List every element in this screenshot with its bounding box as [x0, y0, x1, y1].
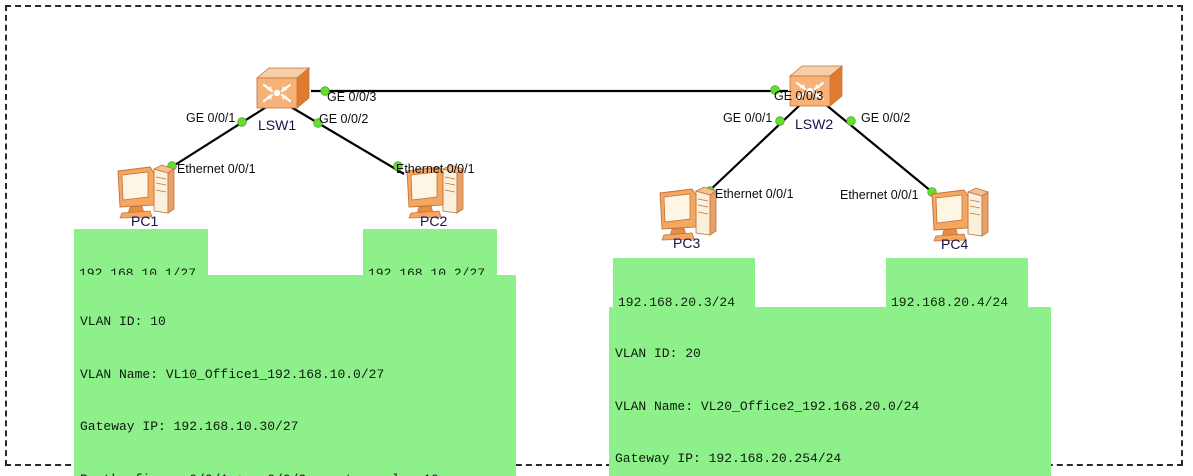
port-label-lsw2-ge2: GE 0/0/2 [861, 111, 911, 125]
port-dot-pc2-eth[interactable] [393, 161, 403, 171]
port-label-pc1-eth: Ethernet 0/0/1 [177, 162, 256, 176]
port-dot-lsw1-ge3[interactable] [320, 86, 330, 96]
port-label-lsw1-ge2: GE 0/0/2 [319, 112, 369, 126]
vlan-gateway-line: Gateway IP: 192.168.20.254/24 [615, 451, 842, 466]
device-pc1[interactable] [110, 163, 180, 221]
port-label-lsw1-ge1: GE 0/0/1 [186, 111, 236, 125]
device-label-lsw1: LSW1 [258, 117, 297, 133]
canvas-dashed-border [5, 5, 1183, 466]
vlan10-info-block: VLAN ID: 10 VLAN Name: VL10_Office1_192.… [74, 275, 516, 476]
device-pc3[interactable] [652, 185, 722, 243]
port-label-lsw2-ge1: GE 0/0/1 [723, 111, 773, 125]
vlan-id-line: VLAN ID: 10 [80, 314, 166, 329]
link-lsw2-pc3[interactable] [706, 103, 802, 194]
link-lsw2-pc4[interactable] [824, 103, 938, 197]
port-dot-lsw1-ge2[interactable] [313, 118, 323, 128]
port-label-pc2-eth: Ethernet 0/0/1 [396, 162, 475, 176]
port-dot-lsw2-ge1[interactable] [775, 116, 785, 126]
vlan-name-line: VLAN Name: VL20_Office2_192.168.20.0/24 [615, 398, 920, 414]
host-ip: 192.168.20.3/24 [618, 295, 736, 310]
switch-icon [253, 66, 311, 112]
device-label-lsw2: LSW2 [795, 116, 834, 132]
vlan-portconfig-line: Portkonfig: ge0/0/1 + ge0/0/2 = untag, v… [80, 471, 510, 476]
pc-icon [652, 185, 722, 243]
vlan-gateway-line: Gateway IP: 192.168.10.30/27 [80, 419, 299, 434]
pc-icon [399, 163, 469, 221]
vlan20-info-block: VLAN ID: 20 VLAN Name: VL20_Office2_192.… [609, 307, 1051, 476]
link-lsw1-pc2[interactable] [290, 106, 405, 175]
link-lsw1-pc1[interactable] [166, 105, 269, 171]
device-pc4[interactable] [924, 186, 994, 244]
device-lsw1[interactable] [253, 66, 311, 112]
port-dot-lsw1-ge1[interactable] [237, 117, 247, 127]
switch-icon [786, 64, 844, 110]
pc-icon [110, 163, 180, 221]
vlan-name-line: VLAN Name: VL10_Office1_192.168.10.0/27 [80, 366, 385, 382]
port-label-pc3-eth: Ethernet 0/0/1 [715, 187, 794, 201]
host-ip: 192.168.20.4/24 [891, 295, 1009, 310]
port-dot-lsw2-ge3[interactable] [770, 85, 780, 95]
port-label-lsw2-ge3: GE 0/0/3 [774, 89, 824, 103]
device-label-pc1: PC1 [131, 213, 159, 229]
port-label-pc4-eth: Ethernet 0/0/1 [840, 188, 919, 202]
device-label-pc4: PC4 [941, 236, 969, 252]
device-pc2[interactable] [399, 163, 469, 221]
device-label-pc2: PC2 [420, 213, 448, 229]
device-lsw2[interactable] [786, 64, 844, 110]
device-label-pc3: PC3 [673, 235, 701, 251]
port-dot-lsw2-ge2[interactable] [846, 116, 856, 126]
pc-icon [924, 186, 994, 244]
vlan-id-line: VLAN ID: 20 [615, 346, 701, 361]
port-label-lsw1-ge3: GE 0/0/3 [327, 90, 377, 104]
